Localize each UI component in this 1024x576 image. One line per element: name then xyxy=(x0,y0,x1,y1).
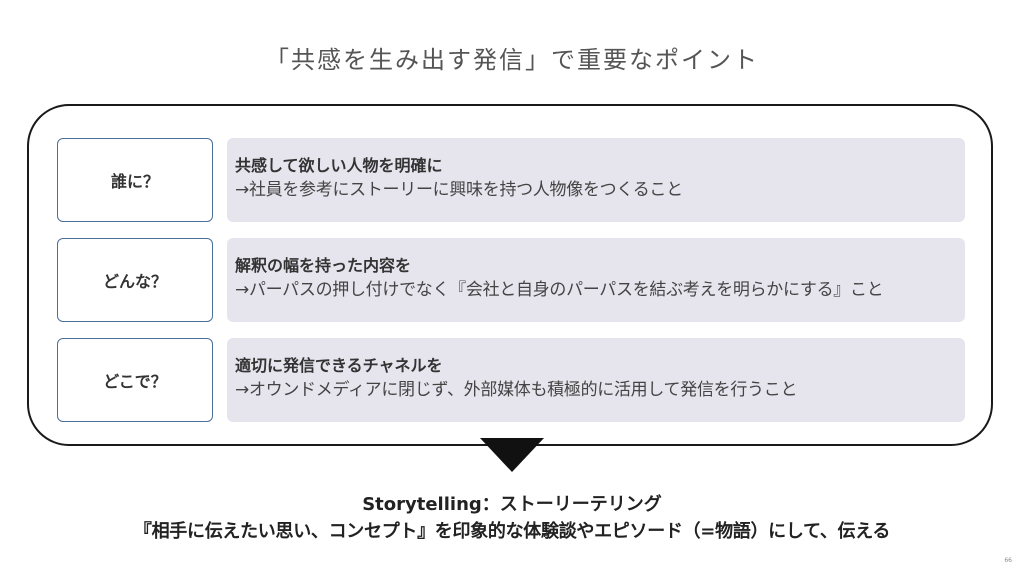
point-description-what: →パーパスの押し付けでなく『会社と自身のパーパスを結ぶ考えを明らかにする』こと xyxy=(235,280,884,300)
point-description-where: →オウンドメディアに閉じず、外部媒体も積極的に活用して発信を行うこと xyxy=(235,380,798,400)
point-heading-where: 適切に発信できるチャネルを xyxy=(235,356,443,375)
page-number: 66 xyxy=(1004,557,1012,564)
point-description-who: →社員を参考にストーリーに興味を持つ人物像をつくること xyxy=(235,180,683,200)
point-content-where: 適切に発信できるチャネルを →オウンドメディアに閉じず、外部媒体も積極的に活用し… xyxy=(227,338,965,422)
slide-title: 「共感を生み出す発信」で重要なポイント xyxy=(265,46,759,74)
point-heading-who: 共感して欲しい人物を明確に xyxy=(235,156,443,175)
down-arrow-icon xyxy=(480,438,544,472)
point-heading-what: 解釈の幅を持った内容を xyxy=(235,256,412,275)
summary-title: Storytelling：ストーリーテリング xyxy=(362,494,662,515)
point-label-who: 誰に？ xyxy=(57,138,213,222)
point-label-what: どんな？ xyxy=(57,238,213,322)
point-label-where: どこで？ xyxy=(57,338,213,422)
summary-body: 『相手に伝えたい思い、コンセプト』を印象的な体験談やエピソード（=物語）にして、… xyxy=(133,521,891,542)
point-content-who: 共感して欲しい人物を明確に →社員を参考にストーリーに興味を持つ人物像をつくるこ… xyxy=(227,138,965,222)
point-content-what: 解釈の幅を持った内容を →パーパスの押し付けでなく『会社と自身のパーパスを結ぶ考… xyxy=(227,238,965,322)
